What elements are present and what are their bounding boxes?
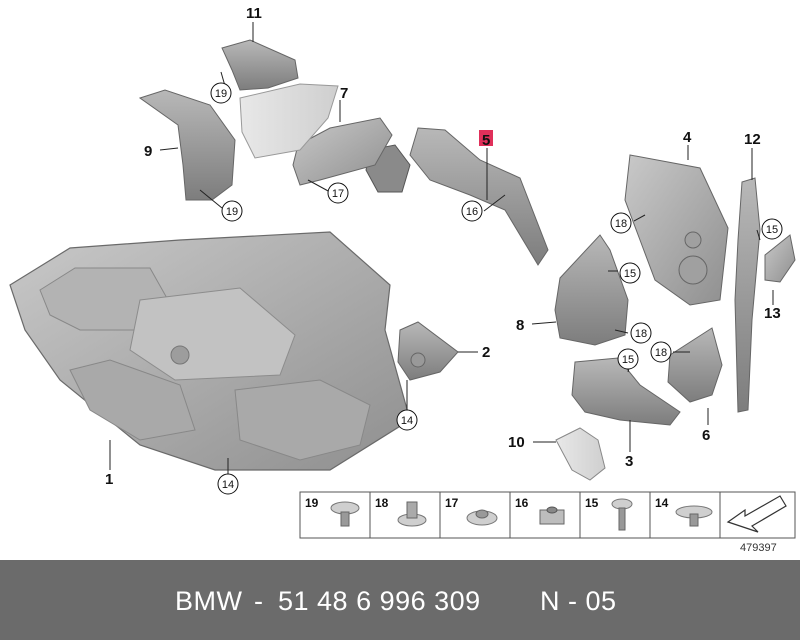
part-7-heat-shield (292, 117, 393, 186)
circle-19b-label: 19 (226, 206, 238, 218)
circle-15b (619, 262, 641, 284)
circle-18a (610, 212, 632, 234)
legend-17-label: 17 (445, 496, 459, 510)
callout-5: 5 (482, 132, 490, 149)
circle-15c (617, 348, 639, 370)
callout-5-highlight (479, 130, 493, 146)
circle-14a (396, 409, 418, 431)
footer-bar: BMW - 51 48 6 996 309 N - 05 (0, 560, 800, 640)
circle-17-label: 17 (332, 188, 344, 200)
part-4-side-panel (624, 154, 729, 306)
part-6-small-bracket (667, 327, 723, 403)
circle-14b (217, 473, 239, 495)
circle-19a-label: 19 (215, 88, 227, 100)
circle-14a-label: 14 (401, 415, 413, 427)
callout-2: 2 (482, 344, 490, 361)
callout-9: 9 (144, 143, 152, 160)
circle-17 (327, 182, 349, 204)
flange-nut-icon (466, 509, 498, 526)
callout-10: 10 (508, 434, 525, 451)
circle-15b-label: 15 (624, 268, 636, 280)
callout-11: 11 (246, 5, 262, 22)
part-11-heat-shield (221, 39, 299, 91)
circle-18c-label: 18 (655, 347, 667, 359)
circle-15a-label: 15 (766, 224, 778, 236)
footer-part-number: 51 48 6 996 309 (278, 586, 481, 616)
arrow-icon (726, 495, 787, 533)
circle-16 (461, 200, 483, 222)
circle-14b-label: 14 (222, 479, 234, 491)
circle-18b-label: 18 (635, 328, 647, 340)
part-8-heat-shield (554, 234, 629, 346)
screw-icon (611, 498, 633, 531)
parts-diagram: 11 9 7 5 4 12 13 8 2 6 10 3 1 19 19 17 1… (9, 5, 796, 554)
circle-18a-label: 18 (615, 218, 627, 230)
part-13-bracket (764, 234, 796, 283)
legend-16-label: 16 (515, 496, 529, 510)
reference-number: 479397 (740, 542, 777, 554)
circle-16-label: 16 (466, 206, 478, 218)
footer-brand: BMW (175, 586, 243, 616)
part-2-bracket (397, 321, 459, 381)
part-9-heat-shield (138, 89, 236, 201)
callout-7: 7 (340, 85, 348, 102)
callout-13: 13 (764, 305, 781, 322)
footer-page: N - 05 (540, 586, 617, 616)
callout-4: 4 (683, 129, 692, 146)
hex-nut-icon (397, 501, 427, 527)
leader-lines (109, 22, 774, 475)
legend-18-label: 18 (375, 496, 389, 510)
circled-reference-labels: 19 19 17 16 18 15 15 18 18 15 14 14 (215, 88, 778, 491)
spring-nut-icon (539, 506, 565, 525)
footer-separator: - (254, 586, 264, 616)
callout-3: 3 (625, 453, 633, 470)
part-10-clip-set (555, 427, 606, 481)
circle-15a (761, 218, 783, 240)
circle-19a (210, 82, 232, 104)
callout-8: 8 (516, 317, 524, 334)
collar-screw-icon (675, 505, 713, 527)
part-1-underbody-shield (9, 231, 411, 471)
callout-6: 6 (702, 427, 710, 444)
circle-19b (221, 200, 243, 222)
circle-18c (650, 341, 672, 363)
callout-labels: 11 9 7 5 4 12 13 8 2 6 10 3 1 (105, 5, 781, 488)
legend-14-label: 14 (655, 496, 669, 510)
legend-15-label: 15 (585, 496, 599, 510)
circle-15c-label: 15 (622, 354, 634, 366)
callout-12: 12 (744, 131, 761, 148)
callout-1: 1 (105, 471, 113, 488)
push-rivet-icon (330, 501, 360, 527)
part-5-tunnel-shield (365, 127, 549, 266)
circle-18b (630, 322, 652, 344)
circled-references (210, 82, 783, 495)
insulation-panel (239, 83, 339, 159)
part-12-rail-shield (734, 177, 761, 413)
legend-19-label: 19 (305, 496, 319, 510)
fastener-legend: 19 18 17 16 15 14 (299, 491, 796, 539)
